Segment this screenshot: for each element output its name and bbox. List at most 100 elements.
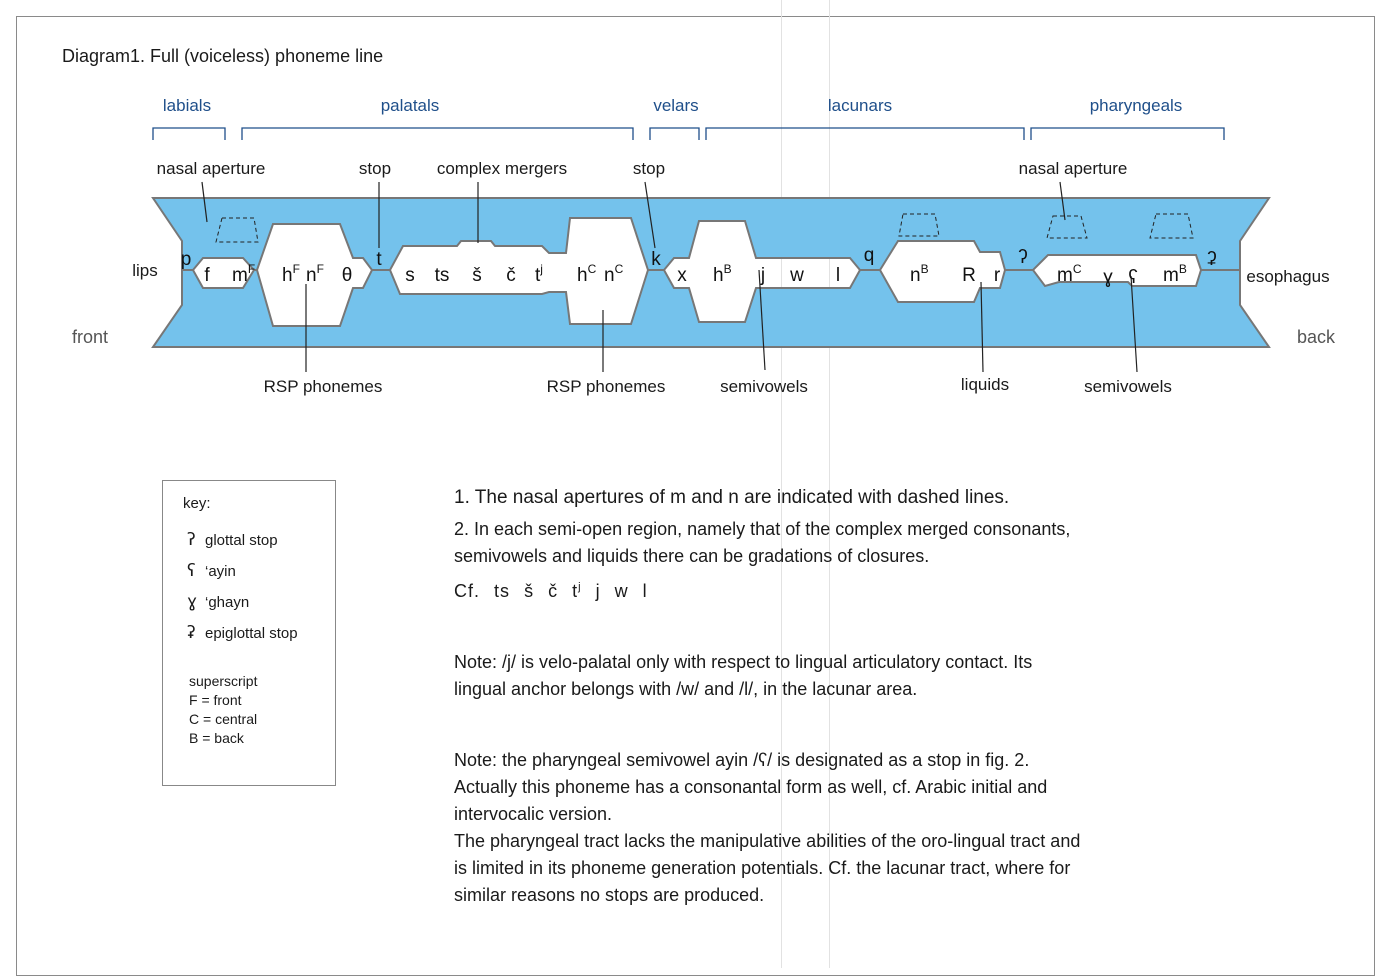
phoneme-s: s bbox=[405, 265, 415, 286]
phoneme-m-central: mC bbox=[1057, 262, 1082, 286]
cf-prefix: Cf. bbox=[454, 581, 481, 601]
key-item-label: ‘ghayn bbox=[205, 594, 250, 611]
label-back: back bbox=[1297, 327, 1336, 347]
bracket-labials bbox=[152, 127, 226, 140]
label-rsp-phonemes-central: RSP phonemes bbox=[547, 377, 666, 396]
nasal-aperture-m-front bbox=[215, 217, 259, 243]
cf-item: w bbox=[614, 581, 629, 601]
label-complex-mergers: complex mergers bbox=[437, 159, 567, 178]
ghayn-symbol: ɣ bbox=[187, 592, 198, 612]
region-velars: velars bbox=[653, 96, 698, 115]
label-nasal-aperture-front: nasal aperture bbox=[157, 159, 266, 178]
diagram-title: Diagram1. Full (voiceless) phoneme line bbox=[62, 46, 383, 66]
key-item-label: epiglottal stop bbox=[205, 625, 298, 642]
fold-line bbox=[829, 0, 830, 968]
nasal-aperture-n-back bbox=[898, 213, 940, 237]
bracket-lacunars bbox=[705, 127, 1025, 140]
leader-liquids bbox=[980, 281, 984, 373]
leader-stop-k bbox=[644, 181, 656, 249]
note-ayin-line: intervocalic version. bbox=[454, 804, 613, 824]
region-palatals: palatals bbox=[381, 96, 440, 115]
leader-semivowels-velar bbox=[758, 269, 766, 371]
label-semivowels-pharyngeal: semivowels bbox=[1084, 377, 1172, 396]
phoneme-c-caron: č bbox=[506, 265, 516, 286]
phoneme-m-front: mF bbox=[232, 262, 255, 286]
cf-item: ts bbox=[494, 581, 511, 601]
note-ayin-line: Actually this phoneme has a consonantal … bbox=[454, 777, 1048, 797]
nasal-aperture-m-back bbox=[1149, 213, 1194, 239]
superscript-item: F = front bbox=[189, 692, 242, 708]
cf-item: č bbox=[548, 581, 559, 601]
cf-item: š bbox=[524, 581, 535, 601]
phoneme-glottal-stop: ʔ bbox=[1018, 247, 1028, 268]
phoneme-n-back: nB bbox=[910, 262, 929, 286]
bracket-velars bbox=[649, 127, 700, 140]
note-tract-line: is limited in its phoneme generation pot… bbox=[454, 858, 1071, 878]
bracket-pharyngeals bbox=[1030, 127, 1225, 140]
phoneme-q: q bbox=[864, 245, 875, 266]
phoneme-l: l bbox=[836, 265, 840, 286]
note-j-line: Note: /j/ is velo-palatal only with resp… bbox=[454, 652, 1033, 672]
notes-section: 1. The nasal apertures of m and n are in… bbox=[454, 484, 1254, 909]
phoneme-ayin: ʕ bbox=[1128, 267, 1138, 288]
superscript-item: C = central bbox=[189, 711, 258, 727]
phoneme-j: j bbox=[760, 265, 765, 286]
note-ayin-line: Note: the pharyngeal semivowel ayin /ʕ/ … bbox=[454, 750, 1030, 770]
phoneme-x: x bbox=[677, 265, 687, 286]
label-nasal-aperture-back: nasal aperture bbox=[1019, 159, 1128, 178]
label-lips: lips bbox=[132, 261, 158, 280]
label-rsp-phonemes-front: RSP phonemes bbox=[264, 377, 383, 396]
key-item: ɣ ‘ghayn bbox=[187, 592, 335, 623]
glottal-stop-symbol: ʔ bbox=[187, 530, 196, 550]
region-labials: labials bbox=[163, 96, 211, 115]
phoneme-s-caron: š bbox=[472, 265, 482, 286]
cf-item: l bbox=[642, 581, 648, 601]
region-lacunars: lacunars bbox=[828, 96, 892, 115]
phoneme-m-back: mB bbox=[1163, 262, 1187, 286]
superscript-title: superscript bbox=[189, 673, 258, 689]
phoneme-w: w bbox=[789, 265, 804, 286]
phoneme-t: t bbox=[376, 249, 382, 270]
phoneme-f: f bbox=[204, 265, 210, 286]
vocal-tract-band bbox=[151, 197, 1271, 348]
phoneme-ghayn: ɣ bbox=[1103, 267, 1113, 288]
key-title: key: bbox=[183, 495, 211, 512]
phoneme-p: p bbox=[181, 249, 192, 270]
phoneme-R: R bbox=[962, 265, 976, 286]
label-stop-t: stop bbox=[359, 159, 391, 178]
label-stop-k: stop bbox=[633, 159, 665, 178]
note-2-examples: Cf. ts š č tj j w l bbox=[454, 574, 1254, 605]
note-tract-line: similar reasons no stops are produced. bbox=[454, 885, 765, 905]
note-tract-line: The pharyngeal tract lacks the manipulat… bbox=[454, 831, 1081, 851]
phoneme-ts: ts bbox=[435, 265, 450, 286]
key-item: ʕ ‘ayin bbox=[187, 561, 335, 592]
bracket-palatals bbox=[241, 127, 634, 140]
phoneme-k: k bbox=[651, 249, 661, 270]
note-2-line: 2. In each semi-open region, namely that… bbox=[454, 519, 1071, 539]
note-1: 1. The nasal apertures of m and n are in… bbox=[454, 487, 1010, 508]
region-pharyngeals: pharyngeals bbox=[1090, 96, 1183, 115]
label-esophagus: esophagus bbox=[1246, 267, 1329, 286]
label-liquids: liquids bbox=[961, 375, 1009, 394]
epiglottal-stop-symbol: ʡ bbox=[187, 623, 196, 643]
phoneme-h-central: hC bbox=[577, 262, 597, 286]
key-item: ʔ glottal stop bbox=[187, 530, 335, 561]
phoneme-epiglottal-stop: ʡ bbox=[1207, 249, 1217, 270]
label-semivowels-velar: semivowels bbox=[720, 377, 808, 396]
superscript-legend: superscript F = front C = central B = ba… bbox=[187, 672, 335, 748]
key-box: key: ʔ glottal stop ʕ ‘ayin ɣ ‘ghayn ʡ e… bbox=[162, 480, 336, 786]
key-item: ʡ epiglottal stop bbox=[187, 623, 335, 654]
label-front: front bbox=[72, 327, 108, 347]
phoneme-n-central: nC bbox=[604, 262, 624, 286]
cf-item: tj bbox=[572, 581, 582, 601]
note-2-line: semivowels and liquids there can be grad… bbox=[454, 546, 930, 566]
key-item-label: glottal stop bbox=[205, 532, 278, 549]
phoneme-h-back: hB bbox=[713, 262, 732, 286]
leader-nasal-back bbox=[1059, 181, 1066, 221]
leader-semivowels-pharyngeal bbox=[1130, 275, 1138, 373]
ayin-symbol: ʕ bbox=[187, 561, 196, 581]
note-j-line: lingual anchor belongs with /w/ and /l/,… bbox=[454, 679, 918, 699]
phoneme-r: r bbox=[994, 265, 1001, 286]
